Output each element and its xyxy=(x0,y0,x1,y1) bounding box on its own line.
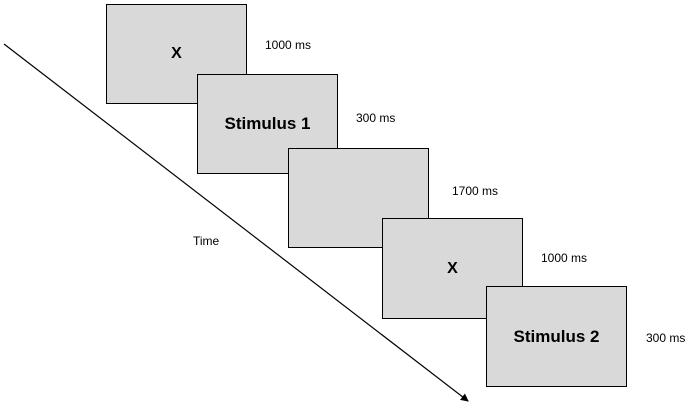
duration-label: 1000 ms xyxy=(265,38,312,52)
frame-label: X xyxy=(447,259,458,277)
time-axis-label: Time xyxy=(193,234,220,248)
frame-label: X xyxy=(171,45,182,62)
duration-label: 300 ms xyxy=(356,111,396,125)
frame-label: Stimulus 2 xyxy=(513,326,600,346)
frame-stimulus-2: Stimulus 2 xyxy=(486,286,627,387)
frame-label: Stimulus 1 xyxy=(224,114,311,133)
duration-label: 1700 ms xyxy=(452,184,499,198)
duration-label: 1000 ms xyxy=(541,251,588,265)
duration-label: 300 ms xyxy=(646,331,686,345)
time-arrow xyxy=(3,43,469,402)
